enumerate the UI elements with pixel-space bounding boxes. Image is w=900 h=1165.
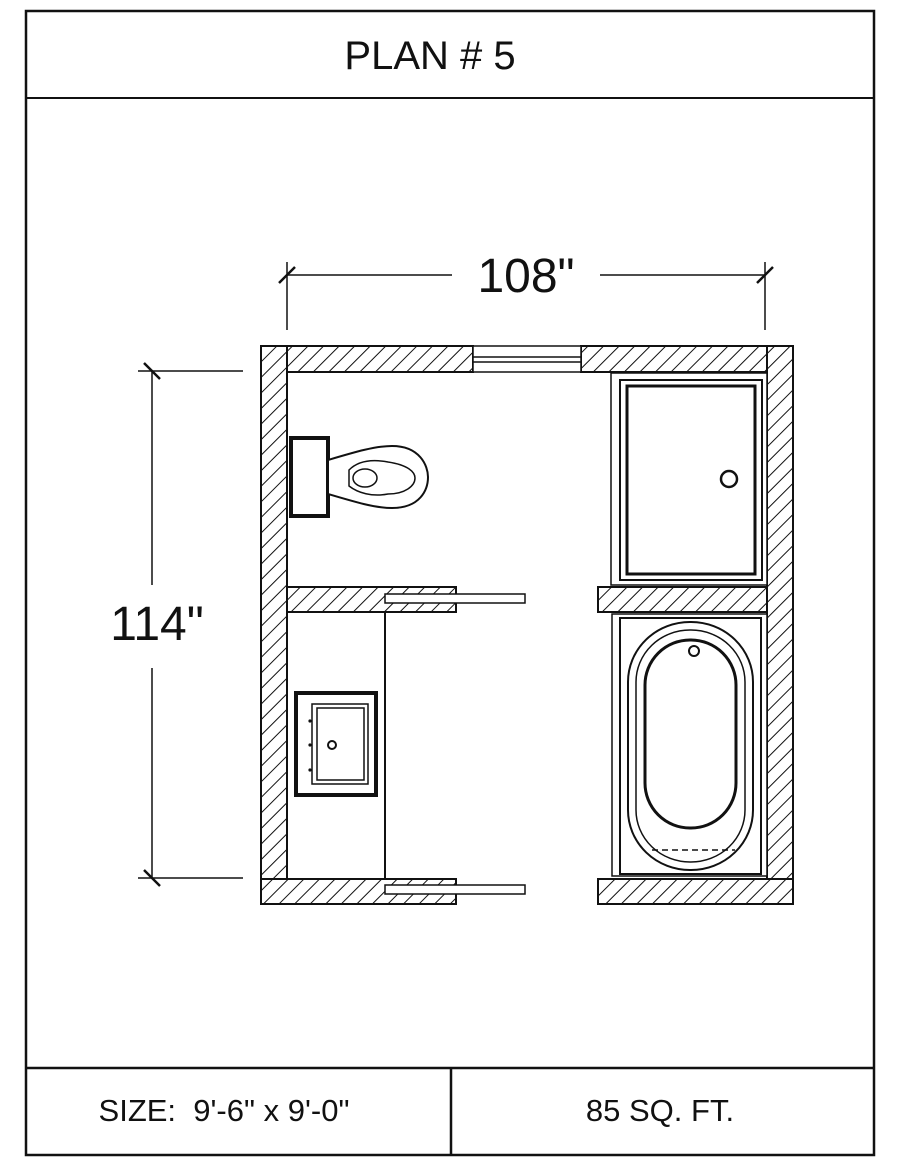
toilet-icon [289, 436, 430, 518]
pocket-door-upper [384, 593, 526, 604]
width-dimension [278, 262, 774, 330]
height-dimension [138, 362, 243, 887]
wall-left [260, 345, 288, 905]
wall-right [766, 345, 794, 905]
sink-icon [294, 691, 378, 797]
height-label: 114" [110, 598, 204, 651]
bathtub-icon [611, 613, 768, 877]
wall-top-left [260, 345, 474, 373]
shower-icon [610, 372, 768, 586]
width-label: 108" [477, 250, 574, 303]
window [472, 345, 582, 373]
pocket-door-lower [384, 884, 526, 895]
area-label: 85 SQ. FT. [586, 1093, 734, 1128]
wall-bottom-right [597, 878, 794, 905]
plan-title: PLAN # 5 [344, 34, 515, 78]
size-label: SIZE: 9'-6" x 9'-0" [99, 1093, 350, 1128]
wall-partition-right [597, 586, 768, 613]
wall-top-right [580, 345, 794, 373]
